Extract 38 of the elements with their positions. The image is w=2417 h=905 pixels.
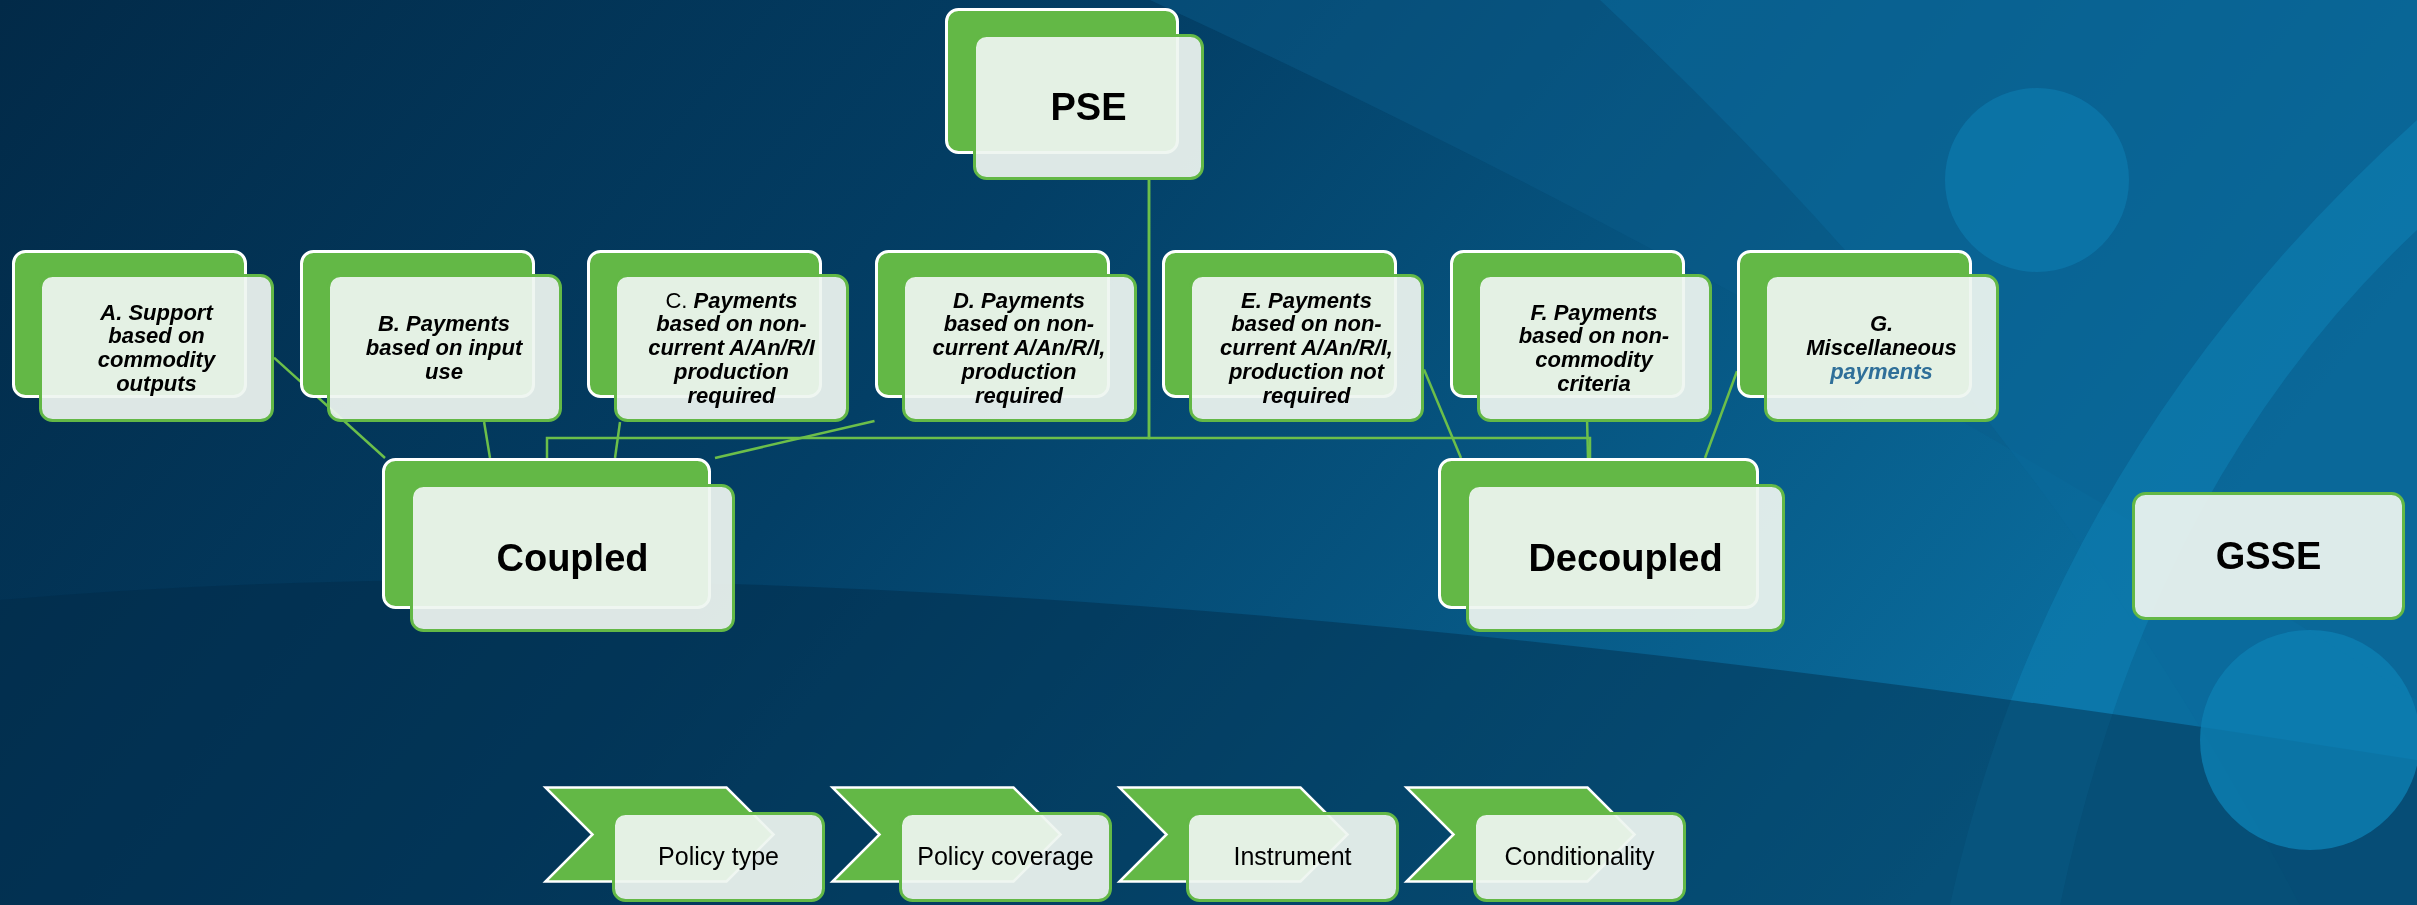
node-label: GSSE — [2215, 534, 2322, 578]
payment-category-box — [1162, 250, 1424, 422]
node-label: PSE — [1050, 85, 1127, 129]
connector-line — [1585, 421, 1590, 459]
category-box — [945, 8, 1204, 180]
payment-category-box — [12, 250, 274, 422]
step-chevron-box — [831, 786, 1112, 902]
category-box — [1438, 458, 1785, 632]
payment-category-box — [874, 250, 1137, 422]
node-label: Instrument — [1233, 843, 1352, 871]
node-label: Policy type — [658, 843, 779, 871]
node-label: Decoupled — [1528, 536, 1723, 580]
payment-category-box — [299, 250, 562, 422]
payment-category-box — [1737, 250, 1999, 422]
category-box — [2132, 492, 2405, 620]
node-label: A. Support based on commodity outputs — [96, 300, 217, 396]
node-label: Conditionality — [1504, 843, 1655, 871]
connector-line — [714, 419, 875, 460]
node-label: B. Payments based on input use — [364, 312, 524, 384]
step-chevron-box — [1118, 786, 1399, 902]
node-label: F. Payments based on non-commodity criteria — [1517, 300, 1671, 396]
node-label: payments — [1830, 359, 1933, 384]
connector-line — [1422, 369, 1463, 459]
payment-category-box — [587, 250, 849, 422]
payment-category-box — [1449, 250, 1712, 422]
node-label: Policy coverage — [917, 843, 1094, 871]
connector-line — [1703, 370, 1739, 459]
node-label: C. Payments based on non-current A/An/R/I production required — [647, 288, 817, 408]
step-chevron-box — [1405, 786, 1686, 902]
category-box — [382, 458, 735, 632]
node-label: Coupled — [496, 536, 649, 580]
connector-line — [482, 421, 492, 459]
connector-line — [1147, 180, 1592, 458]
connector-line — [613, 421, 622, 459]
node-label: G. Miscellaneous — [1805, 312, 1958, 360]
node-label: E. Payments based on non-current A/An/R/I, production not required — [1219, 288, 1394, 408]
step-chevron-box — [544, 786, 825, 902]
node-label: D. Payments based on non-current A/An/R/I, production required — [931, 288, 1107, 408]
